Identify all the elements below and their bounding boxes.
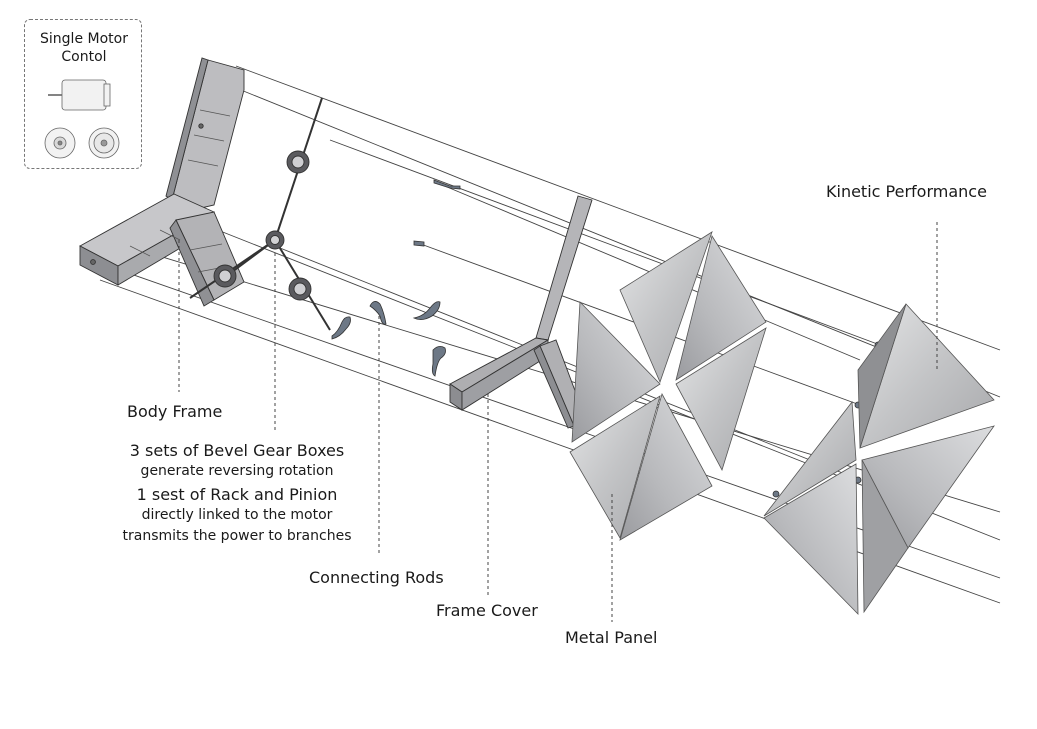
body-frame xyxy=(79,57,245,307)
motor-title-line1: Single Motor xyxy=(40,31,128,47)
single-motor-inset: Single Motor Contol xyxy=(24,19,142,169)
bevel-gear-assembly xyxy=(189,97,331,331)
kinetic-panels xyxy=(763,303,995,615)
metal-panel xyxy=(569,231,767,541)
motor-inset-title: Single Motor Contol xyxy=(25,30,143,66)
label-body-frame: Body Frame xyxy=(127,402,223,421)
frame-cover xyxy=(449,195,593,429)
label-connecting-rods: Connecting Rods xyxy=(309,568,444,587)
label-kinetic-performance: Kinetic Performance xyxy=(826,182,987,201)
leader-lines xyxy=(178,222,938,622)
motor-title-line2: Contol xyxy=(61,49,107,65)
motor-drawings xyxy=(44,79,120,159)
label-bevel-gear-desc: generate reversing rotation xyxy=(140,463,334,479)
label-frame-cover: Frame Cover xyxy=(436,601,538,620)
label-rack-pinion-desc2: transmits the power to branches xyxy=(122,528,352,544)
label-rack-pinion: 1 sest of Rack and Pinion xyxy=(136,485,338,504)
label-bevel-gear: 3 sets of Bevel Gear Boxes xyxy=(129,441,345,460)
label-rack-pinion-desc1: directly linked to the motor xyxy=(141,507,333,523)
label-metal-panel: Metal Panel xyxy=(565,628,658,647)
